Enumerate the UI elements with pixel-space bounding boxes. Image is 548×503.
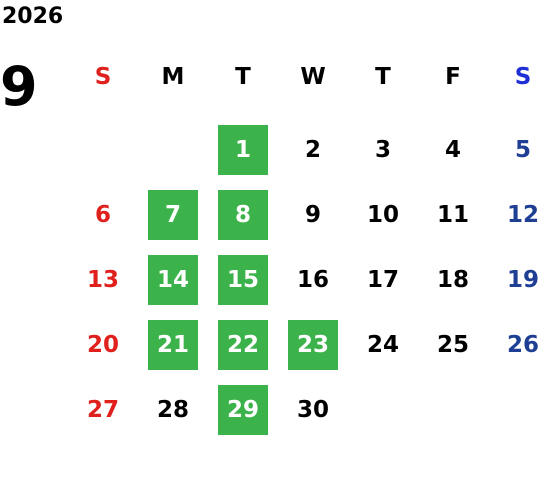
day-number: 5 <box>514 137 531 163</box>
day-number-highlighted: 23 <box>288 320 338 370</box>
day-number: 17 <box>366 267 399 293</box>
day-number: 6 <box>94 202 111 228</box>
day-cell[interactable]: 18 <box>418 255 488 320</box>
day-number: 20 <box>86 332 119 358</box>
day-number-highlighted: 1 <box>218 125 268 175</box>
day-cell[interactable]: 25 <box>418 320 488 385</box>
day-number: 12 <box>506 202 539 228</box>
day-number: 2 <box>304 137 321 163</box>
day-number: 28 <box>156 397 189 423</box>
day-number-highlighted: 14 <box>148 255 198 305</box>
weekday-header-row: S M T W T F S <box>68 64 548 90</box>
day-number: 10 <box>366 202 399 228</box>
day-cell[interactable]: 6 <box>68 190 138 255</box>
day-cell[interactable]: 20 <box>68 320 138 385</box>
weekday-thursday: T <box>375 64 391 90</box>
weekday-sunday: S <box>94 64 112 90</box>
day-cell[interactable]: 4 <box>418 125 488 190</box>
empty-cell <box>138 125 208 190</box>
day-number-highlighted: 8 <box>218 190 268 240</box>
day-number-highlighted: 29 <box>218 385 268 435</box>
weekday-friday: F <box>445 64 461 90</box>
day-number: 16 <box>296 267 329 293</box>
day-cell[interactable]: 13 <box>68 255 138 320</box>
weekday-saturday: S <box>514 64 532 90</box>
day-number: 9 <box>304 202 321 228</box>
day-number: 24 <box>366 332 399 358</box>
day-cell[interactable]: 11 <box>418 190 488 255</box>
day-number: 25 <box>436 332 469 358</box>
day-cell[interactable]: 24 <box>348 320 418 385</box>
day-cell[interactable]: 5 <box>488 125 548 190</box>
day-cell[interactable]: 9 <box>278 190 348 255</box>
day-cell[interactable]: 21 <box>138 320 208 385</box>
day-cell[interactable]: 27 <box>68 385 138 450</box>
day-cell[interactable]: 1 <box>208 125 278 190</box>
day-number: 26 <box>506 332 539 358</box>
day-number: 19 <box>506 267 539 293</box>
day-cell[interactable]: 19 <box>488 255 548 320</box>
day-number-highlighted: 15 <box>218 255 268 305</box>
day-number: 4 <box>444 137 461 163</box>
day-cell[interactable]: 30 <box>278 385 348 450</box>
day-cell[interactable]: 12 <box>488 190 548 255</box>
day-cell[interactable]: 28 <box>138 385 208 450</box>
day-number: 27 <box>86 397 119 423</box>
day-cell[interactable]: 26 <box>488 320 548 385</box>
day-cell[interactable]: 7 <box>138 190 208 255</box>
day-number: 30 <box>296 397 329 423</box>
weekday-wednesday: W <box>300 64 326 90</box>
day-cell[interactable]: 14 <box>138 255 208 320</box>
day-cell[interactable]: 15 <box>208 255 278 320</box>
day-cell[interactable]: 2 <box>278 125 348 190</box>
day-cell[interactable]: 29 <box>208 385 278 450</box>
day-cell[interactable]: 22 <box>208 320 278 385</box>
weekday-tuesday: T <box>235 64 251 90</box>
day-number: 11 <box>436 202 469 228</box>
day-cell[interactable]: 8 <box>208 190 278 255</box>
day-number-highlighted: 7 <box>148 190 198 240</box>
empty-cell <box>68 125 138 190</box>
day-cell[interactable]: 23 <box>278 320 348 385</box>
day-number-highlighted: 22 <box>218 320 268 370</box>
year-label: 2026 <box>2 4 64 29</box>
day-number: 18 <box>436 267 469 293</box>
day-cell[interactable]: 16 <box>278 255 348 320</box>
weekday-monday: M <box>161 64 185 90</box>
day-cell[interactable]: 17 <box>348 255 418 320</box>
day-number: 13 <box>86 267 119 293</box>
day-number-highlighted: 21 <box>148 320 198 370</box>
day-cell[interactable]: 3 <box>348 125 418 190</box>
month-label: 9 <box>0 55 38 118</box>
day-cell[interactable]: 10 <box>348 190 418 255</box>
day-number: 3 <box>374 137 391 163</box>
